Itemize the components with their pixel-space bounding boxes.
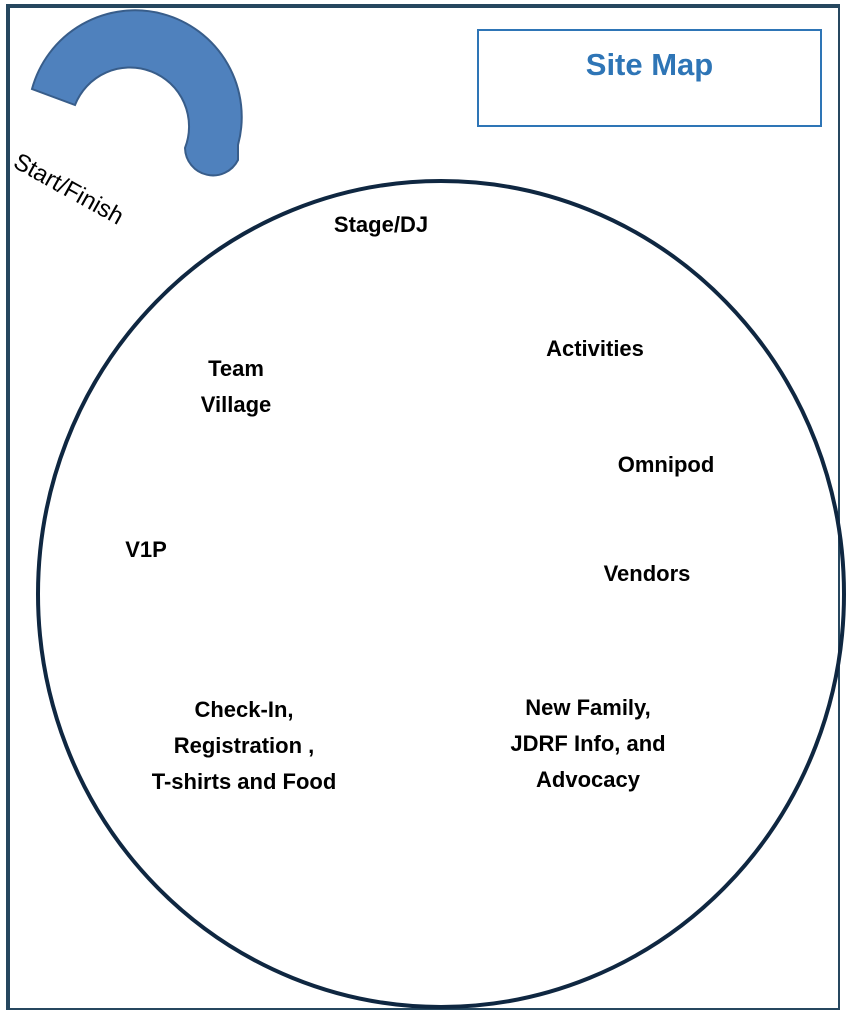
start-finish-arch <box>30 9 243 177</box>
area-label-check-in: Check-In, Registration , T-shirts and Fo… <box>151 697 337 794</box>
walk-route-loop <box>36 179 846 1009</box>
site-map-title-box: Site Map <box>477 29 822 127</box>
map-frame <box>6 4 840 1010</box>
area-label-new-family: New Family, JDRF Info, and Advocacy <box>510 695 666 792</box>
area-label-v1p: V1P <box>125 537 167 562</box>
page-title: Site Map <box>585 47 714 82</box>
area-label-omnipod: Omnipod <box>617 452 715 477</box>
area-label-team-village: Team Village <box>200 356 272 417</box>
area-label-vendors: Vendors <box>603 561 691 586</box>
area-label-activities: Activities <box>546 336 644 361</box>
area-label-stage-dj: Stage/DJ <box>333 212 429 237</box>
